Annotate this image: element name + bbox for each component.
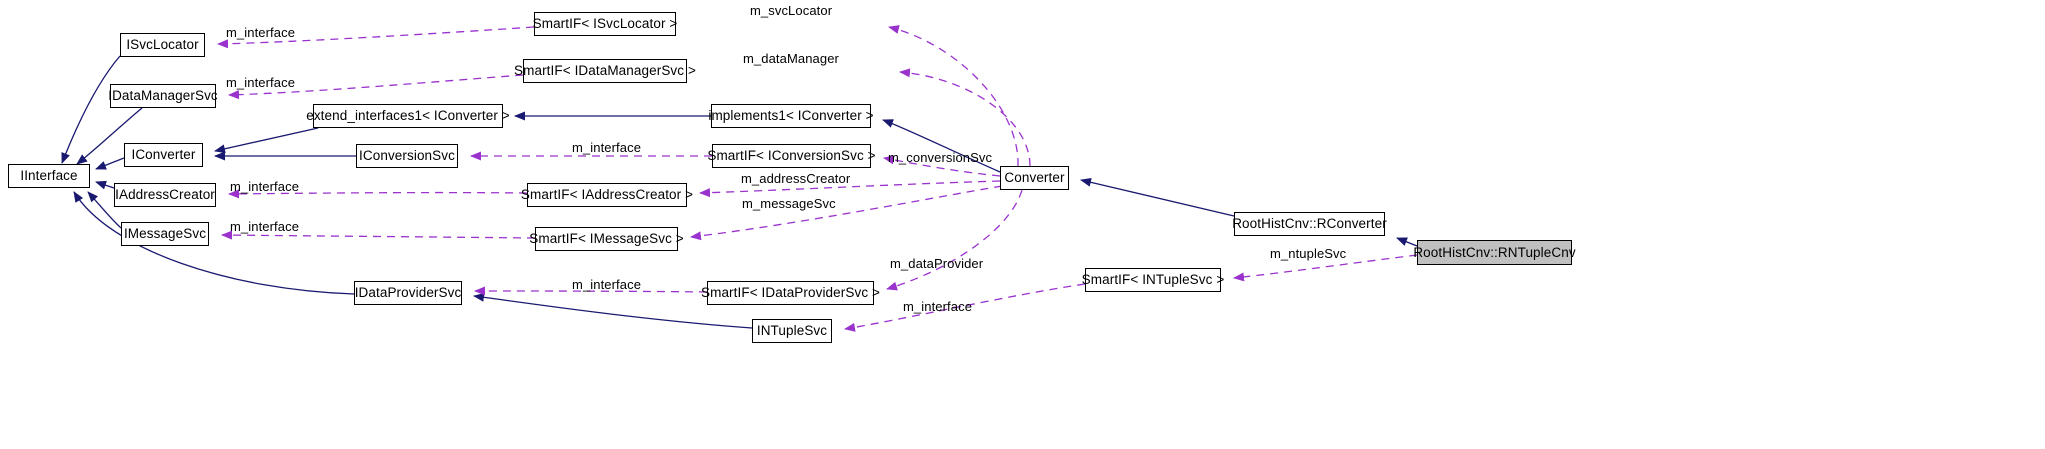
- edge-label-l-m_addresscreator: m_addressCreator: [741, 171, 851, 186]
- edge-idataprovidersvc-to-iinterface: [73, 191, 355, 295]
- edge-label-l-m_interface-iaddresscreator: m_interface: [230, 179, 300, 194]
- class-node-implements1[interactable]: implements1< IConverter >: [708, 104, 874, 128]
- class-node-isvclocator[interactable]: ISvcLocator: [120, 33, 205, 57]
- class-node-imessagesvc[interactable]: IMessageSvc: [121, 222, 209, 246]
- class-node-idataprovidersvc[interactable]: IDataProviderSvc: [354, 281, 462, 305]
- class-node-smartif_iconversionsvc[interactable]: SmartIF< IConversionSvc >: [707, 144, 876, 168]
- edge-label-l-m_interface-isvclocator: m_interface: [226, 25, 296, 40]
- edge-label-l-m_dataprovider: m_dataProvider: [890, 256, 984, 271]
- class-node-rntuplecnv[interactable]: RootHistCnv::RNTupleCnv: [1413, 240, 1576, 265]
- edge-label-l-m_svclocator: m_svcLocator: [750, 3, 833, 18]
- edge-isvclocator-to-iinterface: [61, 55, 121, 164]
- edge-converter-to-smartif-idataprovider: [886, 189, 1023, 291]
- class-node-idatamanagersvc[interactable]: IDataManagerSvc: [108, 84, 218, 108]
- class-node-converter[interactable]: Converter: [1000, 166, 1069, 190]
- edge-label-l-m_interface-iconversionsvc: m_interface: [572, 140, 642, 155]
- class-node-smartif_idataprovider[interactable]: SmartIF< IDataProviderSvc >: [701, 281, 880, 305]
- edge-rconverter-to-converter: [1080, 177, 1235, 217]
- edge-label-l-m_interface-idataprovidersvc: m_interface: [572, 277, 642, 292]
- class-node-smartif_idatamanager[interactable]: SmartIF< IDataManagerSvc >: [514, 59, 696, 83]
- edge-converter-to-smartif-imessagesvc: [690, 185, 1003, 241]
- class-node-smartif_imessagesvc[interactable]: SmartIF< IMessageSvc >: [529, 227, 684, 251]
- class-node-extend_interfaces1[interactable]: extend_interfaces1< IConverter >: [306, 104, 510, 128]
- edge-label-l-m_interface-idatamanagersvc: m_interface: [226, 75, 296, 90]
- edge-label-l-m_ntuplesvc: m_ntupleSvc: [1270, 246, 1347, 261]
- class-node-iinterface[interactable]: IInterface: [8, 164, 90, 188]
- class-node-iaddresscreator[interactable]: IAddressCreator: [114, 183, 216, 207]
- class-node-intuplesvc[interactable]: INTupleSvc: [752, 319, 832, 343]
- edge-label-l-m_messagesvc: m_messageSvc: [742, 196, 836, 211]
- class-node-iconversionsvc[interactable]: IConversionSvc: [356, 144, 458, 168]
- edge-label-l-m_datamanager: m_dataManager: [743, 51, 839, 66]
- class-node-smartif_intuplesvc[interactable]: SmartIF< INTupleSvc >: [1082, 268, 1224, 292]
- edge-label-l-m_interface-intuplesvc: m_interface: [903, 299, 973, 314]
- class-node-smartif_isvclocator[interactable]: SmartIF< ISvcLocator >: [533, 12, 677, 36]
- edge-extend-to-iconverter: [214, 127, 319, 154]
- edge-smartif-imessagesvc-to-imessagesvc: [221, 230, 536, 240]
- edge-iconverter-to-iinterface: [95, 157, 125, 170]
- edge-label-l-m_conversionsvc: m_conversionSvc: [888, 150, 993, 165]
- class-node-iconverter[interactable]: IConverter: [124, 143, 203, 167]
- class-node-rconverter[interactable]: RootHistCnv::RConverter: [1232, 212, 1387, 236]
- class-node-smartif_iaddresscreator[interactable]: SmartIF< IAddressCreator >: [521, 183, 693, 207]
- edge-label-l-m_interface-imessagesvc: m_interface: [230, 219, 300, 234]
- edge-iaddresscreator-to-iinterface: [95, 180, 115, 190]
- edge-converter-to-smartif-isvclocator: [888, 25, 1019, 167]
